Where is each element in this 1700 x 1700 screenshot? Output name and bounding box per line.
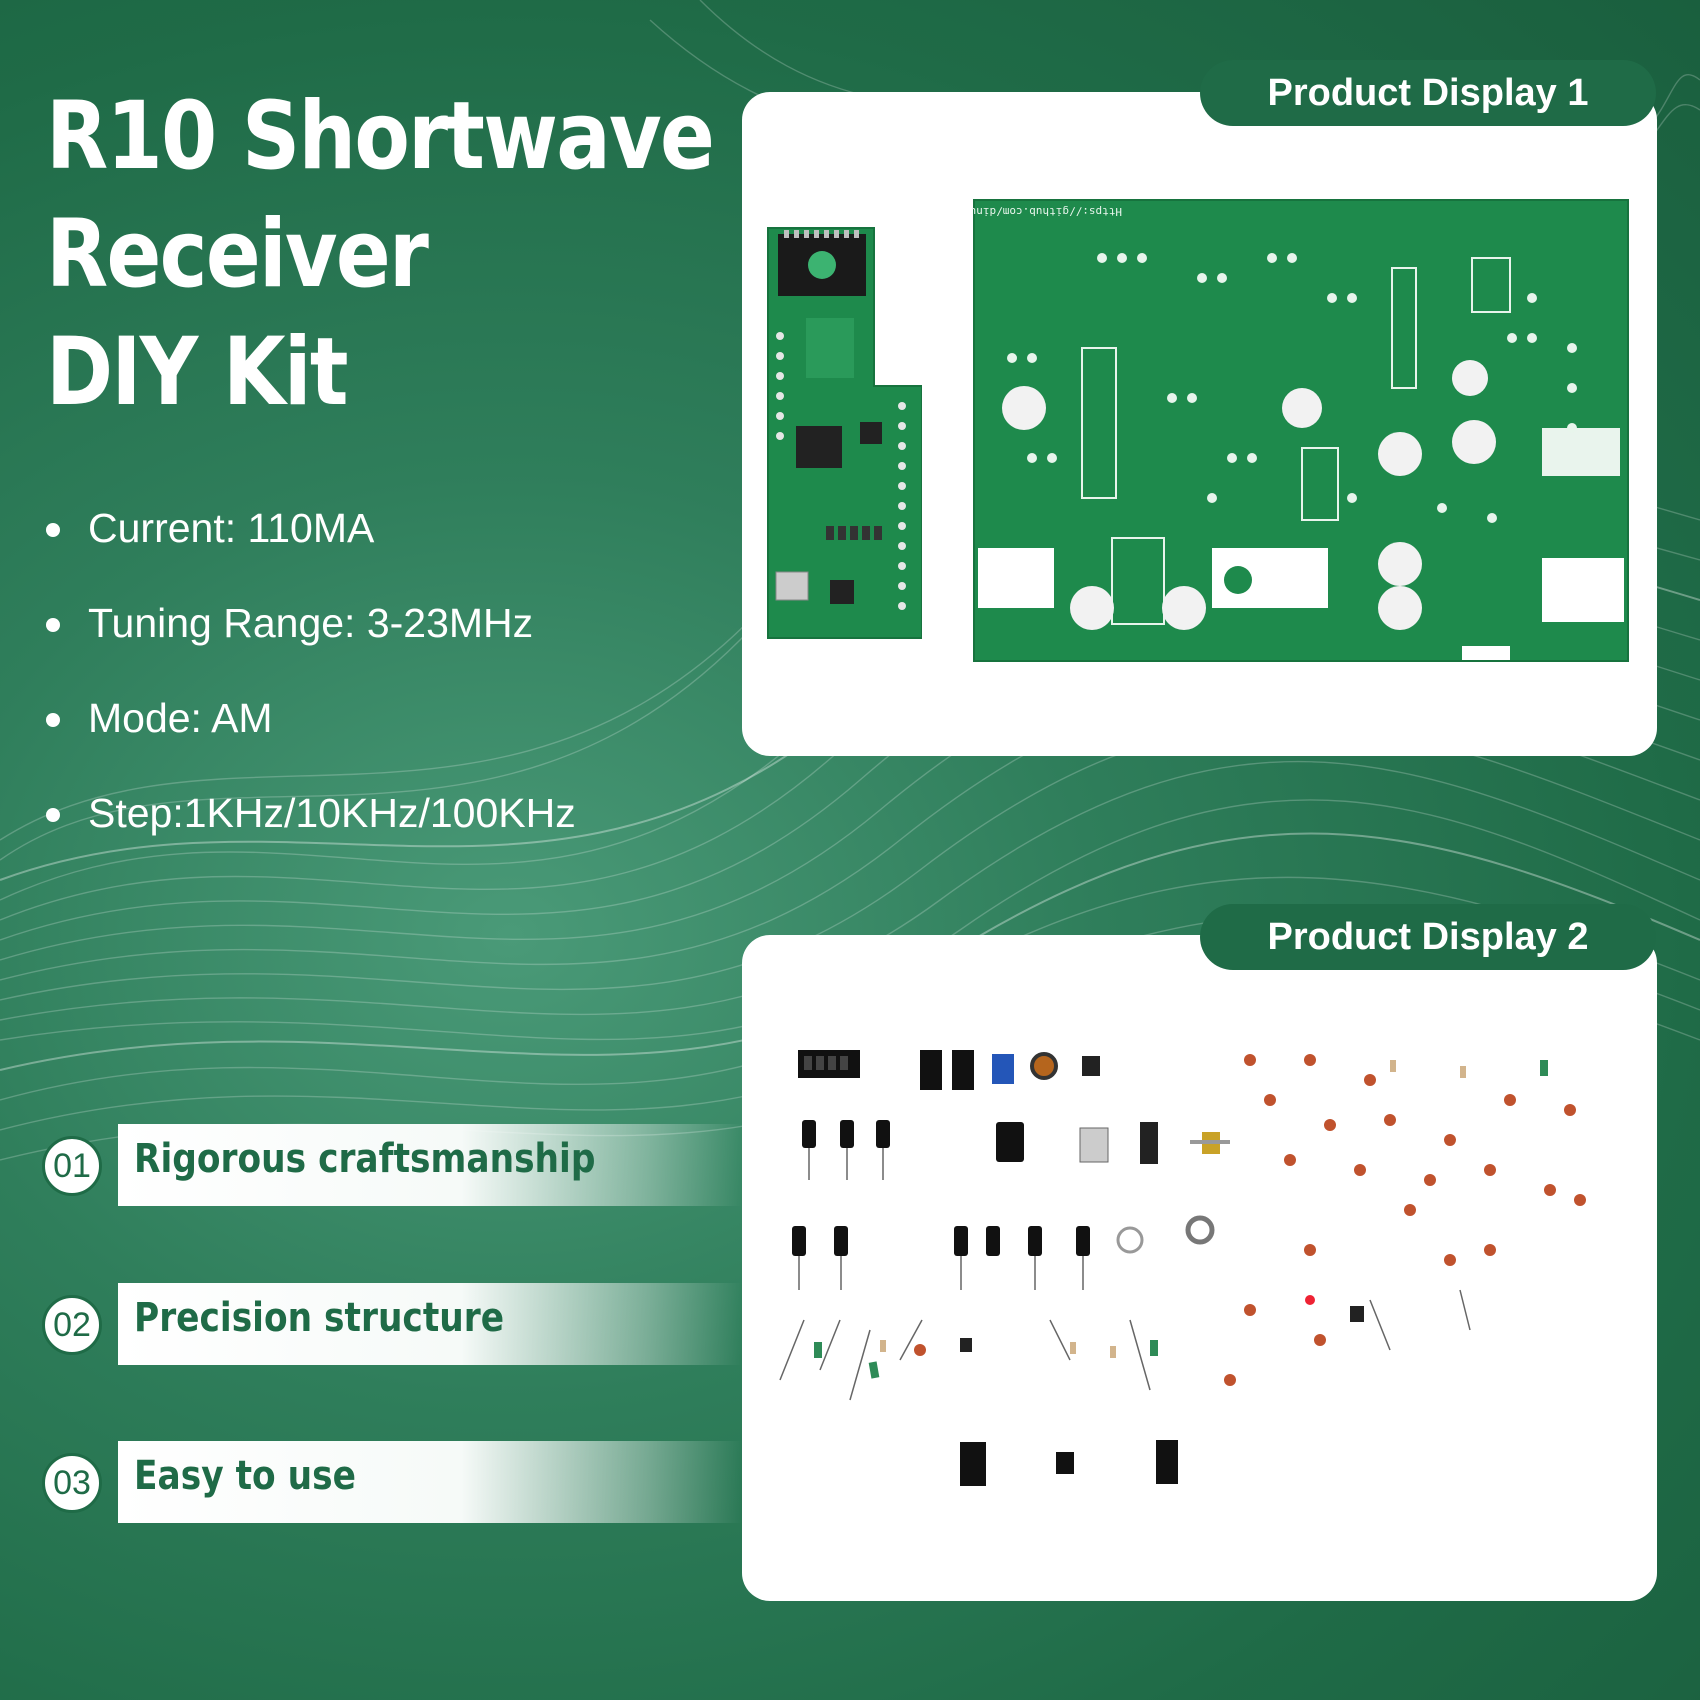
feature-item: 03 Easy to use [42, 1441, 742, 1527]
feature-number-badge: 01 [42, 1136, 102, 1196]
spec-step: Step:1KHz/10KHz/100KHz [46, 785, 576, 880]
receiver-main-pcb-image: Https://github.com/dinuco for the latest… [972, 199, 1629, 662]
product-display-2-panel [742, 935, 1657, 1601]
spec-mode: Mode: AM [46, 690, 576, 785]
feature-bar [118, 1283, 742, 1365]
kit-components-image [779, 1050, 1586, 1486]
feature-label: Easy to use [134, 1453, 356, 1499]
spec-tuning-range: Tuning Range: 3-23MHz [46, 595, 576, 690]
title-line: Receiver [46, 200, 429, 309]
product-display-2-tab: Product Display 2 [1200, 904, 1656, 970]
title-line: DIY Kit [46, 318, 349, 427]
spec-list: Current: 110MA Tuning Range: 3-23MHz Mod… [46, 500, 576, 880]
title-line: R10 Shortwave [46, 82, 715, 191]
spec-current: Current: 110MA [46, 500, 576, 595]
feature-bar [118, 1124, 742, 1206]
feature-item: 01 Rigorous craftsmanship [42, 1124, 742, 1210]
feature-bar [118, 1441, 742, 1523]
display-module-pcb-image [767, 227, 922, 639]
page-title: R10 Shortwave Receiver DIY Kit [46, 78, 715, 432]
product-display-1-tab: Product Display 1 [1200, 60, 1656, 126]
pcb-silkscreen-url: Https://github.com/dinuco for the latest… [972, 205, 1122, 218]
feature-number-badge: 02 [42, 1295, 102, 1355]
feature-label: Precision structure [134, 1295, 505, 1341]
feature-label: Rigorous craftsmanship [134, 1136, 596, 1182]
feature-number-badge: 03 [42, 1453, 102, 1513]
feature-item: 02 Precision structure [42, 1283, 742, 1369]
